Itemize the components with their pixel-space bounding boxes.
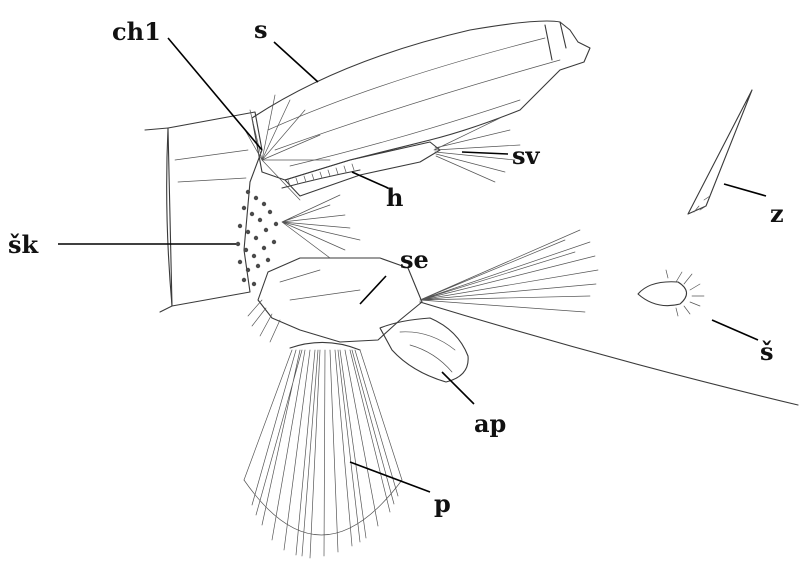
leader-se <box>360 276 386 304</box>
leader-ch1 <box>168 38 262 150</box>
leader-p <box>350 462 430 492</box>
label-p: p <box>434 489 451 518</box>
bristle-fan-distal <box>420 230 798 405</box>
bristle-fan-middle <box>282 195 360 258</box>
label-h: h <box>386 183 403 212</box>
label-z: z <box>770 199 784 228</box>
leader-s <box>274 42 318 82</box>
spine-z <box>688 90 752 214</box>
label-sh: š <box>760 337 774 366</box>
scale-sh <box>638 270 704 316</box>
fan-p <box>244 342 402 558</box>
label-sk: šk <box>8 230 40 259</box>
leader-h <box>352 172 388 188</box>
leader-sv <box>462 152 508 154</box>
segment-se <box>248 258 422 342</box>
label-sv: sv <box>512 141 541 170</box>
leader-z <box>724 184 766 196</box>
label-se: se <box>400 245 429 274</box>
leader-sh <box>712 320 758 340</box>
label-ch1: ch1 <box>112 17 161 46</box>
appendage-ap <box>380 318 468 382</box>
spine-row-h <box>282 164 360 188</box>
spine-field-sk <box>236 190 278 286</box>
label-ap: ap <box>474 409 506 438</box>
label-s: s <box>254 15 268 44</box>
